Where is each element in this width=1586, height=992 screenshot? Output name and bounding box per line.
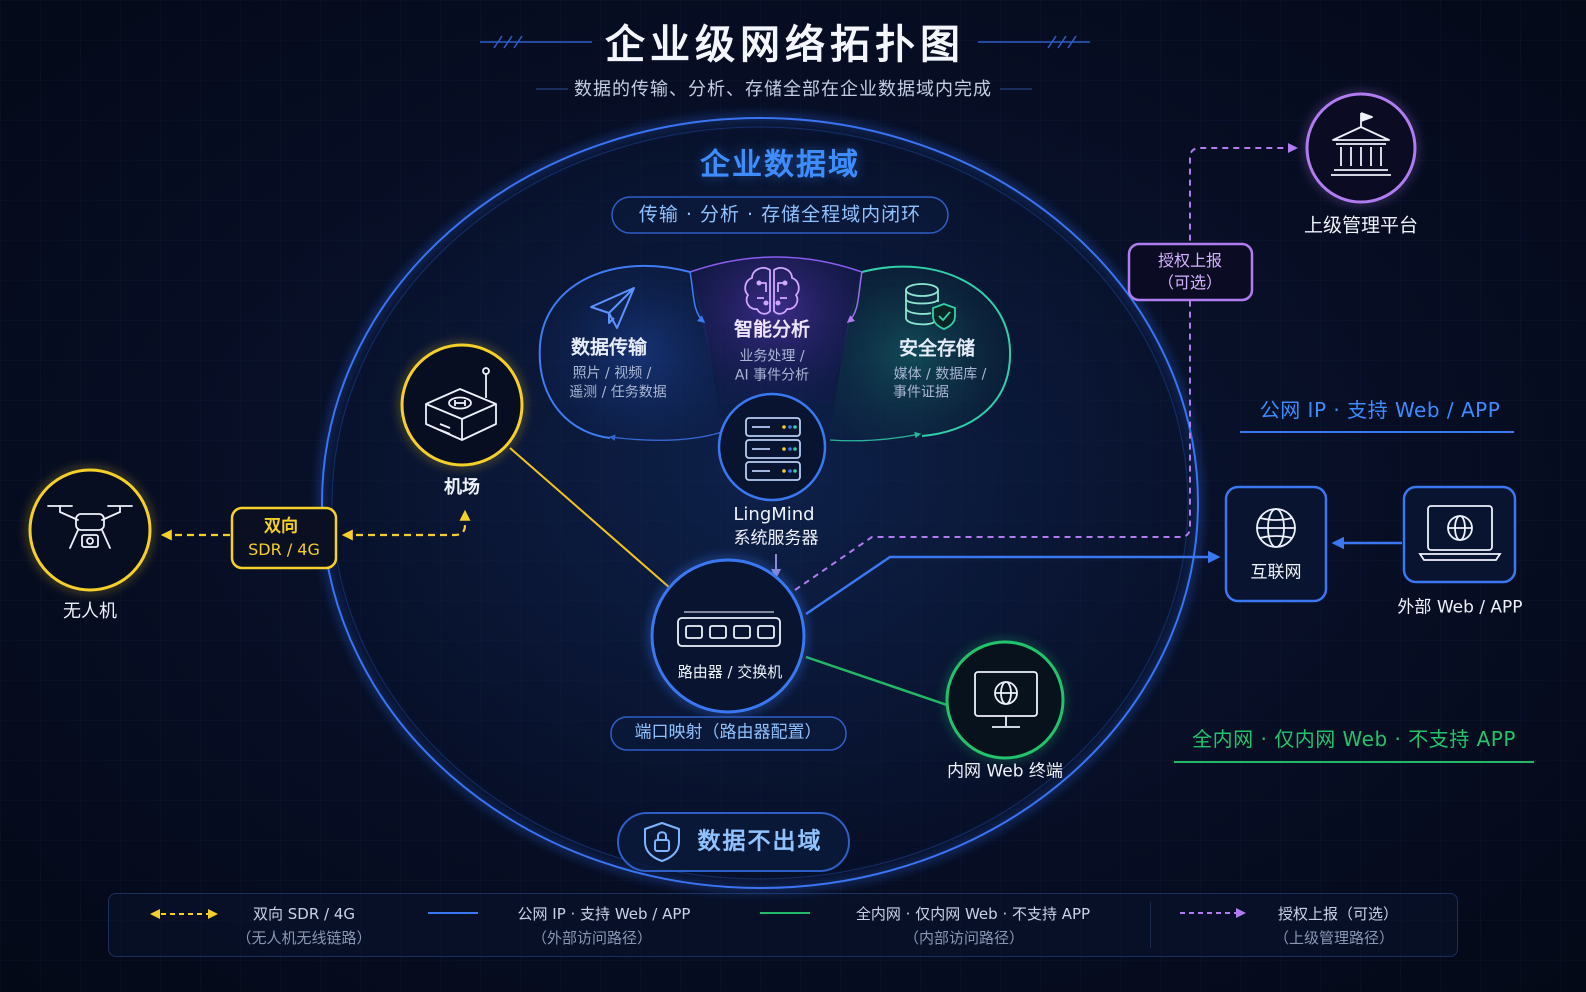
drone-dock-icon xyxy=(425,367,497,441)
monitor-globe-icon xyxy=(974,671,1038,728)
port-mapping-label: 端口映射（路由器配置） xyxy=(634,722,822,743)
dock-router-link xyxy=(509,447,671,589)
intranet-access-label: 全内网 · 仅内网 Web · 不支持 APP xyxy=(1192,727,1516,751)
legend-panel xyxy=(108,893,1458,957)
title-decoration-left xyxy=(480,35,592,49)
brain-icon xyxy=(744,267,800,315)
analysis-line1: 业务处理 / xyxy=(739,348,805,365)
router-node xyxy=(650,558,806,714)
dock-node xyxy=(400,343,524,467)
drone-label: 无人机 xyxy=(63,601,117,623)
analysis-lobe-top-arc xyxy=(689,256,863,273)
storage-bottom-arrow xyxy=(829,431,922,442)
public-access-link xyxy=(805,550,1221,616)
domain-title: 企业数据域 xyxy=(700,147,860,183)
transmission-lobe-outline xyxy=(538,264,691,439)
server-name: LingMind xyxy=(733,504,815,526)
analysis-line2: AI 事件分析 xyxy=(734,367,810,384)
page-subtitle: 数据的传输、分析、存储全部在企业数据域内完成 xyxy=(574,79,992,101)
storage-title: 安全存储 xyxy=(898,337,976,360)
transmission-to-analysis-arrow xyxy=(689,271,706,323)
router-label: 路由器 / 交换机 xyxy=(677,662,783,681)
analysis-lobe xyxy=(690,257,862,405)
legend-public-label: 公网 IP · 支持 Web / APP xyxy=(517,904,691,923)
internet-label: 互联网 xyxy=(1250,562,1302,583)
sdr-dock-link xyxy=(341,509,471,541)
storage-lobe xyxy=(830,266,1011,439)
legend-intranet-note: （内部访问路径） xyxy=(903,928,1025,947)
sdr-link-box xyxy=(230,506,338,570)
legend-divider xyxy=(1150,902,1151,948)
intranet-link xyxy=(805,655,951,708)
paper-plane-icon xyxy=(590,287,635,329)
shield-lock-icon xyxy=(644,822,680,862)
enterprise-domain-inner-ring xyxy=(331,126,1189,880)
network-switch-icon xyxy=(677,611,781,647)
external-app-node xyxy=(1402,485,1517,584)
upper-platform-label: 上级管理平台 xyxy=(1303,214,1419,237)
page-title: 企业级网络拓扑图 xyxy=(605,22,965,68)
legend-public-note: （外部访问路径） xyxy=(531,928,653,947)
laptop-globe-icon xyxy=(1418,505,1502,561)
transmission-lobe xyxy=(539,265,722,440)
analysis-to-storage-arrow xyxy=(846,271,863,323)
dock-label: 机场 xyxy=(444,477,480,499)
transmission-line2: 遥测 / 任务数据 xyxy=(569,384,667,401)
domain-tagline: 传输 · 分析 · 存储全程域内闭环 xyxy=(638,203,922,226)
server-role: 系统服务器 xyxy=(733,528,819,549)
database-shield-icon xyxy=(905,283,956,330)
sdr-label-line2: SDR / 4G xyxy=(248,540,320,560)
server-node xyxy=(717,392,827,502)
storage-line1: 媒体 / 数据库 / xyxy=(893,366,987,383)
legend-intranet-label: 全内网 · 仅内网 Web · 不支持 APP xyxy=(855,904,1091,923)
transmission-line1: 照片 / 视频 / xyxy=(572,365,652,382)
intranet-terminal-node xyxy=(945,640,1065,760)
server-rack-icon xyxy=(745,417,801,481)
government-building-icon xyxy=(1331,112,1391,176)
public-access-label: 公网 IP · 支持 Web / APP xyxy=(1259,398,1501,422)
transmission-return-arrow xyxy=(608,431,723,441)
internet-node xyxy=(1224,485,1328,603)
drone-icon xyxy=(47,505,133,549)
tagline-pill xyxy=(611,196,949,234)
storage-line2: 事件证据 xyxy=(893,384,949,401)
legend-sdr-label: 双向 SDR / 4G xyxy=(252,904,356,923)
external-app-label: 外部 Web / APP xyxy=(1397,597,1523,618)
title-decoration-right xyxy=(978,35,1090,49)
badge-label: 数据不出域 xyxy=(697,828,823,855)
legend-report-note: （上级管理路径） xyxy=(1273,928,1395,947)
report-label-line1: 授权上报 xyxy=(1157,251,1223,271)
analysis-title: 智能分析 xyxy=(733,318,811,341)
intranet-terminal-label: 内网 Web 终端 xyxy=(947,761,1063,782)
storage-lobe-outline xyxy=(861,265,1012,437)
sdr-label-line1: 双向 xyxy=(264,516,298,537)
report-label-line2: （可选） xyxy=(1157,273,1223,293)
port-mapping-pill xyxy=(610,716,847,751)
transmission-title: 数据传输 xyxy=(570,336,648,359)
legend-report-label: 授权上报（可选） xyxy=(1277,904,1399,923)
report-box xyxy=(1127,242,1254,302)
globe-icon xyxy=(1256,508,1296,548)
legend-sdr-note: （无人机无线链路） xyxy=(236,928,372,947)
